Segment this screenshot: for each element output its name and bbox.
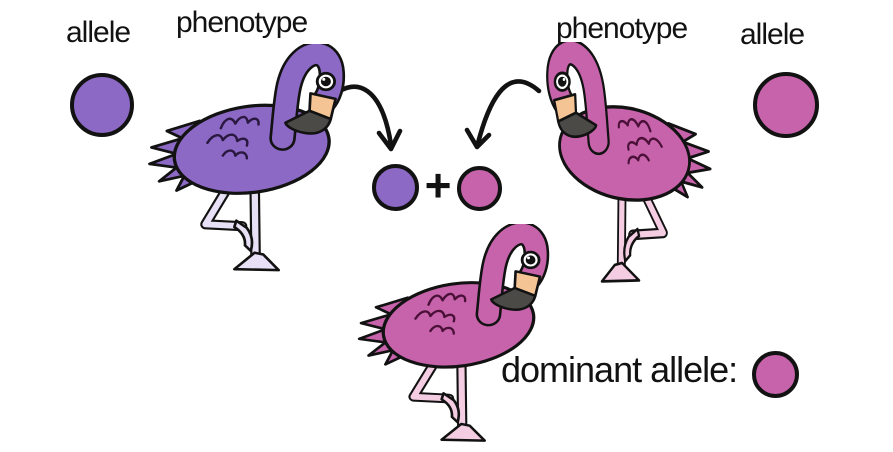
label-dominant-allele: dominant allele: — [501, 349, 738, 390]
plus-sign: + — [424, 159, 452, 211]
allele-circle-purple-left — [70, 73, 134, 137]
label-phenotype-right: phenotype — [556, 12, 688, 45]
gamete-circle-pink — [457, 166, 502, 211]
arrow-right-to-gamete — [464, 79, 542, 150]
flamingo-parent-purple — [138, 44, 350, 282]
label-phenotype-left: phenotype — [176, 6, 308, 39]
flamingo-parent-pink — [542, 42, 720, 294]
allele-circle-pink-right — [753, 72, 819, 138]
dominant-allele-circle — [752, 351, 799, 398]
flamingo-offspring-pink — [348, 224, 554, 452]
label-allele-left: allele — [66, 16, 131, 49]
label-allele-right: allele — [740, 18, 805, 51]
gamete-circle-purple — [372, 164, 419, 211]
